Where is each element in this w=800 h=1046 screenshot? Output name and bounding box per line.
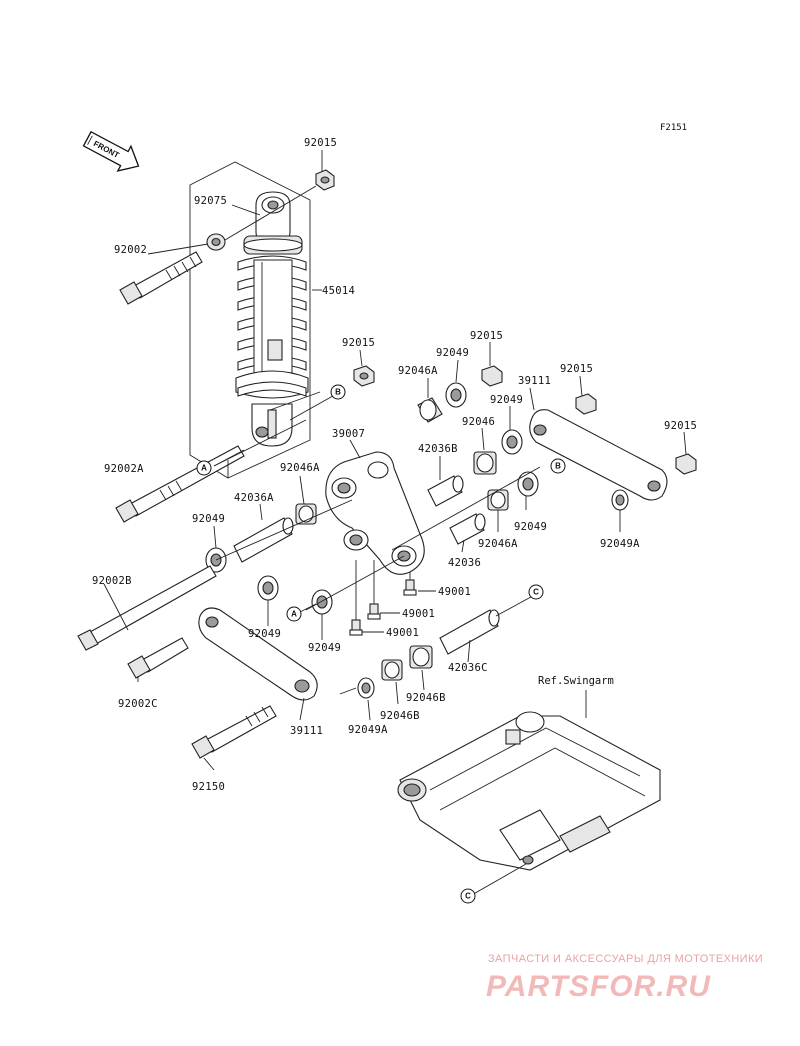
nut-92015-top xyxy=(315,169,335,191)
tie-rod-lower-39111 xyxy=(198,607,318,701)
part-label: 92049 xyxy=(436,347,469,359)
nut-92015-right xyxy=(675,453,697,475)
part-label: 42036C xyxy=(448,662,488,674)
bolt-92002B xyxy=(77,565,217,651)
part-label: 39111 xyxy=(518,375,551,387)
callout-C-lower: C xyxy=(460,888,476,904)
part-labels: 92015 92075 92002 45014 92015 92015 9204… xyxy=(92,137,697,793)
part-label: 92046A xyxy=(398,365,438,377)
part-label: 92049A xyxy=(600,538,640,550)
bearing-92046A-left xyxy=(295,503,317,525)
callout-A-upper: A xyxy=(196,460,212,476)
nut-92015-tie-rod xyxy=(575,393,597,415)
grease-nipple-49001-b xyxy=(367,603,381,620)
washer-92049A-lower xyxy=(357,677,375,699)
bearing-92046B-b xyxy=(381,659,403,681)
part-label: 92046B xyxy=(406,692,446,704)
grease-nipple-49001-c xyxy=(349,619,363,636)
bolt-92150 xyxy=(191,705,277,759)
part-label: 92002B xyxy=(92,575,132,587)
washer-92049-right xyxy=(517,471,539,497)
washer-92049-mid xyxy=(501,429,523,455)
part-label: 49001 xyxy=(438,586,471,598)
nut-92015-shock-lower xyxy=(353,365,375,387)
tie-rod-upper-39111 xyxy=(529,409,668,501)
rocker-arm-39007 xyxy=(325,451,425,575)
part-label: 39111 xyxy=(290,725,323,737)
part-label: 49001 xyxy=(386,627,419,639)
callout-A-lower: A xyxy=(286,606,302,622)
bearing-92046 xyxy=(473,451,497,475)
part-label: 39007 xyxy=(332,428,365,440)
part-label: 92002 xyxy=(114,244,147,256)
part-label: 92015 xyxy=(470,330,503,342)
part-label: 92049 xyxy=(490,394,523,406)
bolt-92002C xyxy=(127,637,189,679)
washer-92049-lower-center xyxy=(311,589,333,615)
collar-42036 xyxy=(449,513,486,545)
washer-92049-lower-left xyxy=(257,575,279,601)
callout-C-upper: C xyxy=(528,584,544,600)
callout-B-shock: B xyxy=(330,384,346,400)
bolt-92002A xyxy=(115,445,245,523)
watermark: ЗАПЧАСТИ И АКСЕССУАРЫ ДЛЯ МОТОТЕХНИКИ PA… xyxy=(486,953,763,1003)
watermark-logo: PARTSFOR.RU xyxy=(486,970,711,1003)
leader-lines xyxy=(103,150,687,897)
bearing-92046A-top xyxy=(417,397,443,423)
washer-92049A-right xyxy=(611,489,629,511)
part-label: 45014 xyxy=(322,285,355,297)
part-label: 92046A xyxy=(478,538,518,550)
part-label: 92150 xyxy=(192,781,225,793)
part-label: 92015 xyxy=(304,137,337,149)
svg-text:A: A xyxy=(291,610,297,619)
svg-text:B: B xyxy=(555,462,561,471)
nut-92015-center xyxy=(481,365,503,387)
rear-shock-absorber xyxy=(235,191,309,447)
svg-text:C: C xyxy=(533,588,539,597)
part-label: 92002C xyxy=(118,698,158,710)
part-label: 92075 xyxy=(194,195,227,207)
svg-text:B: B xyxy=(335,388,341,397)
figure-code: F2151 xyxy=(660,123,687,133)
part-label: 92049 xyxy=(514,521,547,533)
part-label: 92049 xyxy=(308,642,341,654)
callout-B-right: B xyxy=(550,458,566,474)
swingarm-reference xyxy=(397,711,661,871)
watermark-tagline: ЗАПЧАСТИ И АКСЕССУАРЫ ДЛЯ МОТОТЕХНИКИ xyxy=(488,953,763,965)
reference-label: Ref.Swingarm xyxy=(538,675,614,687)
part-label: 42036A xyxy=(234,492,274,504)
shock-group-outline xyxy=(189,161,311,479)
bearing-92046B-a xyxy=(409,645,433,669)
collar-42036A xyxy=(233,517,294,563)
svg-text:A: A xyxy=(201,464,207,473)
part-label: 49001 xyxy=(402,608,435,620)
part-label: 92015 xyxy=(664,420,697,432)
part-label: 92046 xyxy=(462,416,495,428)
part-label: 92049 xyxy=(192,513,225,525)
collar-42036C xyxy=(439,609,500,655)
part-label: 92015 xyxy=(342,337,375,349)
collar-42036B xyxy=(427,475,464,507)
part-label: 42036 xyxy=(448,557,481,569)
collar-92075 xyxy=(206,233,226,251)
part-label: 42036B xyxy=(418,443,458,455)
part-label: 92049A xyxy=(348,724,388,736)
bolt-92002 xyxy=(119,251,203,305)
part-label: 92046B xyxy=(380,710,420,722)
svg-text:C: C xyxy=(465,892,471,901)
part-label: 92049 xyxy=(248,628,281,640)
bearing-92046A-mid xyxy=(487,489,509,511)
part-label: 92015 xyxy=(560,363,593,375)
grease-nipple-49001-a xyxy=(403,579,417,596)
part-label: 92002A xyxy=(104,463,144,475)
washer-92049-top xyxy=(445,382,467,408)
front-arrow-icon: FRONT xyxy=(82,130,140,172)
part-label: 92046A xyxy=(280,462,320,474)
